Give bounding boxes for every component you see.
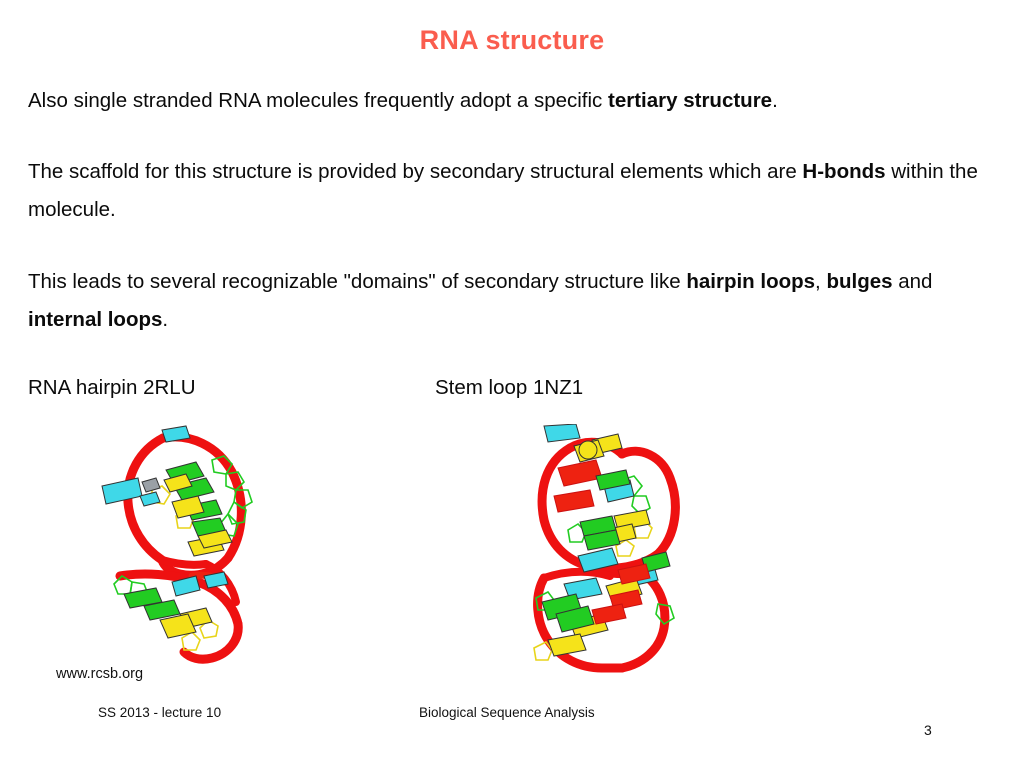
figure-stem-loop-1nz1	[518, 424, 704, 678]
paragraph1-tail: .	[772, 89, 778, 112]
source-note: www.rcsb.org	[56, 666, 144, 682]
molecule-2rlu-base-plates	[101, 425, 233, 639]
figure-caption-rna-hairpin-2rlu: RNA hairpin 2RLU	[28, 376, 196, 399]
paragraph3-mid2: and	[892, 270, 933, 293]
paragraph2-lead: The scaffold for this structure is provi…	[28, 160, 803, 183]
page-number: 3	[924, 722, 932, 738]
figure-caption-stem-loop-1nz1: Stem loop 1NZ1	[435, 376, 584, 399]
paragraph-tertiary-structure: Also single stranded RNA molecules frequ…	[28, 82, 996, 120]
paragraph2-bold-h-bonds: H-bonds	[802, 160, 886, 183]
paragraph3-bold-bulges: bulges	[826, 270, 893, 293]
paragraph-domains: This leads to several recognizable "doma…	[28, 263, 996, 339]
page-title: RNA structure	[419, 25, 605, 55]
paragraph-scaffold-hbonds: The scaffold for this structure is provi…	[28, 153, 996, 229]
paragraph2-tail: within the molecule.	[28, 160, 978, 221]
paragraph3-tail: .	[162, 308, 169, 331]
paragraph1-bold-tertiary-structure: tertiary structure	[608, 89, 773, 112]
footer-course-title: Biological Sequence Analysis	[419, 705, 595, 720]
paragraph3-bold-internal-loops: internal loops	[28, 308, 163, 331]
paragraph1-lead: Also single stranded RNA molecules frequ…	[28, 89, 609, 112]
paragraph3-bold-hairpin-loops: hairpin loops	[686, 270, 816, 293]
molecule-1nz1-base-plates	[541, 424, 671, 657]
footer-lecture-label: SS 2013 - lecture 10	[98, 705, 222, 720]
paragraph3-mid1: ,	[815, 270, 827, 293]
figure-rna-hairpin-2rlu	[100, 424, 276, 668]
paragraph3-lead: This leads to several recognizable "doma…	[28, 270, 687, 293]
